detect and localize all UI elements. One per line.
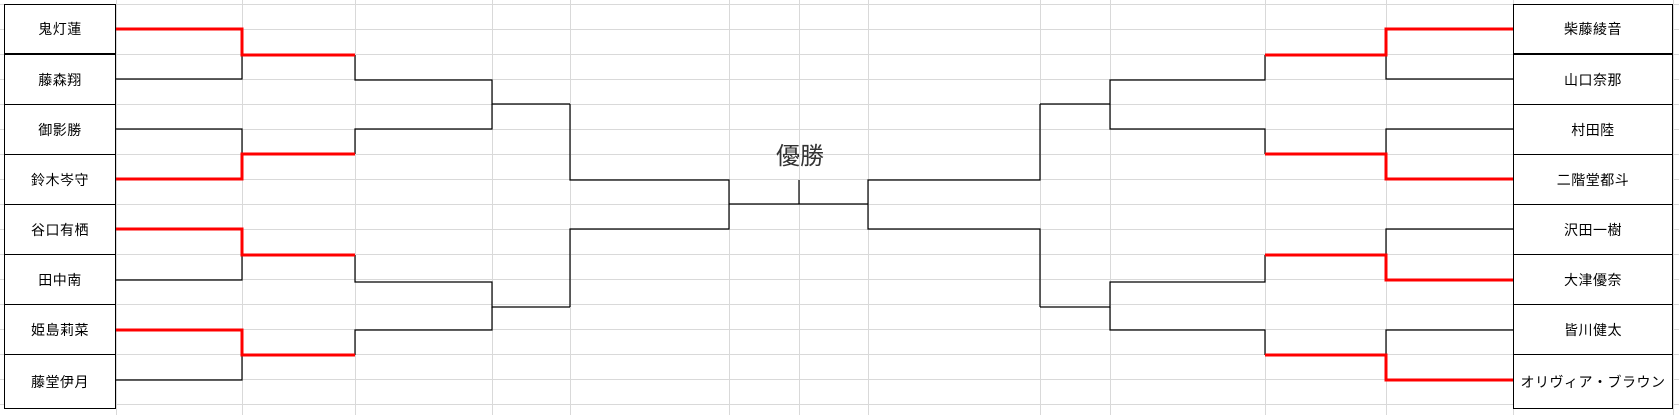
left-player-5[interactable]: 谷口有栖: [4, 204, 116, 255]
left-player-6[interactable]: 田中南: [4, 254, 116, 305]
left-winner-line: [116, 152, 355, 181]
left-winner-line: [116, 328, 355, 357]
right-player-8[interactable]: オリヴィア・ブラウン: [1513, 354, 1673, 409]
gridline: [0, 304, 1679, 305]
gridline: [1386, 0, 1387, 415]
winner-lines: [116, 27, 1513, 382]
right-player-1[interactable]: 柴藤綾音: [1513, 4, 1673, 54]
left-match-line: [116, 55, 243, 80]
gridline: [1110, 0, 1111, 415]
left-semi-line: [354, 55, 570, 105]
gridline: [0, 229, 1679, 230]
gridline: [0, 379, 1679, 380]
right-final-line: [867, 104, 1041, 204]
right-winner-line: [1265, 253, 1513, 282]
gridline: [0, 29, 1679, 30]
gridline: [0, 154, 1679, 155]
gridline: [0, 129, 1679, 130]
gridline: [1265, 0, 1266, 415]
left-final-line: [569, 204, 730, 307]
right-semi-line: [1109, 104, 1266, 154]
bracket-lines: [116, 55, 1513, 381]
right-match-line: [1385, 228, 1513, 255]
gridline: [0, 179, 1679, 180]
left-match-line: [116, 355, 243, 381]
left-match-line: [116, 255, 243, 281]
left-player-8[interactable]: 藤堂伊月: [4, 354, 116, 409]
right-player-3[interactable]: 村田陸: [1513, 104, 1673, 155]
right-final-line: [867, 204, 1041, 307]
right-semi-line: [1109, 307, 1266, 355]
left-winner-line: [116, 227, 355, 257]
left-final-line: [569, 104, 730, 204]
gridline: [242, 0, 243, 415]
gridline: [0, 404, 1679, 405]
gridline: [0, 104, 1679, 105]
right-player-5[interactable]: 沢田一樹: [1513, 204, 1673, 255]
left-player-4[interactable]: 鈴木岑守: [4, 154, 116, 205]
gridline: [355, 0, 356, 415]
gridline: [0, 279, 1679, 280]
right-winner-line: [1265, 353, 1513, 382]
gridline: [0, 4, 1679, 5]
gridline: [116, 0, 117, 415]
gridline: [0, 79, 1679, 80]
left-player-7[interactable]: 姫島莉菜: [4, 304, 116, 355]
right-match-line: [1385, 55, 1513, 80]
gridline: [0, 354, 1679, 355]
gridline: [0, 329, 1679, 330]
left-player-1[interactable]: 鬼灯蓮: [4, 4, 116, 54]
right-winner-line: [1265, 152, 1513, 181]
left-match-line: [116, 128, 243, 154]
right-match-line: [1385, 128, 1513, 154]
right-player-4[interactable]: 二階堂都斗: [1513, 154, 1673, 205]
gridline: [0, 54, 1679, 55]
left-semi-line: [354, 255, 570, 308]
right-winner-line: [1265, 27, 1513, 57]
gridline: [570, 0, 571, 415]
gridline: [492, 0, 493, 415]
right-semi-line: [1040, 255, 1266, 308]
gridline: [0, 254, 1679, 255]
left-semi-line: [354, 104, 493, 154]
left-winner-line: [116, 27, 355, 57]
gridline: [799, 0, 800, 415]
right-semi-line: [1040, 55, 1266, 105]
right-match-line: [1385, 329, 1513, 355]
gridline: [1673, 0, 1674, 415]
left-semi-line: [354, 307, 493, 355]
championship-title: 優勝: [776, 142, 824, 170]
gridline: [1040, 0, 1041, 415]
